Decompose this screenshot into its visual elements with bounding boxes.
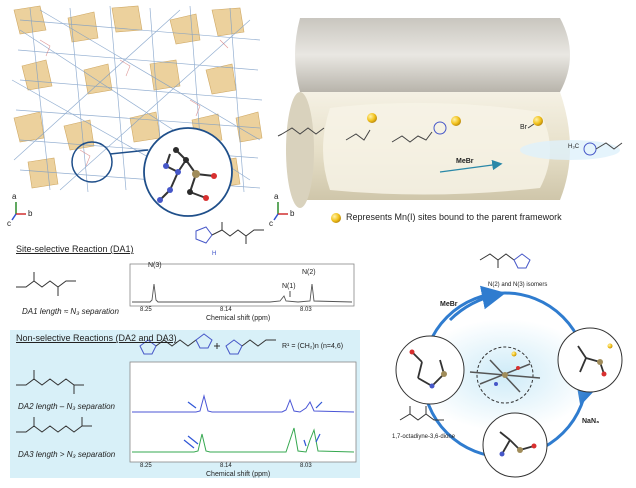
crystal-structure-image <box>10 5 265 217</box>
methyl-label: H₃C <box>568 144 580 150</box>
da3-caption: DA3 length > N₃ separation <box>18 450 116 459</box>
molecule-da1-adduct <box>195 222 264 244</box>
peak-label-n2: N(2) <box>302 269 316 276</box>
molecules-da2-da3 <box>16 370 92 433</box>
cycle-arrow-top <box>448 285 506 322</box>
product-molecule <box>583 142 623 156</box>
peak-label-n1: N(1) <box>282 283 296 290</box>
spectrum-da2-da3 <box>129 361 357 463</box>
spectrum-da1 <box>129 263 355 307</box>
isomers-label: N(2) and N(3) isomers <box>488 282 548 288</box>
molecule-dione <box>399 406 444 421</box>
cycle-mebr-label: MeBr <box>440 301 458 308</box>
non-selective-tick-2: 8.14 <box>220 463 232 469</box>
molecule-da1-diyne <box>16 272 76 296</box>
site-selective-heading: Site-selective Reaction (DA1) <box>16 244 134 254</box>
cycle-node-right <box>557 327 623 393</box>
bromo-label: Br <box>520 124 527 131</box>
reaction-arrow <box>439 159 503 173</box>
dione-label: 1,7-octadiyne-3,6-dione <box>392 434 456 440</box>
cycle-node-bottom <box>482 412 548 478</box>
non-selective-xlabel: Chemical shift (ppm) <box>206 471 271 478</box>
axis-triad-left <box>11 202 26 221</box>
axis-label-b-right: b <box>290 209 295 218</box>
axis-label-c-right: c <box>269 219 273 228</box>
channel-molecules <box>277 121 535 143</box>
da1-nh-label: H <box>212 251 217 257</box>
non-selective-heading: Non-selective Reactions (DA2 and DA3) <box>16 333 177 343</box>
axis-label-a-right: a <box>274 192 279 201</box>
da1-xlabel: Chemical shift (ppm) <box>206 315 271 322</box>
axis-label-b-left: b <box>28 209 33 218</box>
da1-tick-1: 8.25 <box>140 307 152 313</box>
da1-tick-2: 8.14 <box>220 307 232 313</box>
molecules-non-selective <box>139 333 276 355</box>
axis-triad-right <box>273 202 288 221</box>
reagent-label: MeBr <box>456 158 474 165</box>
non-selective-tick-3: 8.03 <box>300 463 312 469</box>
non-selective-tick-1: 8.25 <box>140 463 152 469</box>
axis-label-c-left: c <box>7 219 11 228</box>
da1-caption: DA1 length ≈ N₃ separation <box>22 307 119 316</box>
peak-label-n3: N(3) <box>148 262 162 269</box>
molecule-isomers <box>479 253 531 269</box>
da2-caption: DA2 length – N₃ separation <box>18 402 116 411</box>
legend-text: Represents Mn(I) sites bound to the pare… <box>346 212 562 222</box>
axis-label-a-left: a <box>12 192 17 201</box>
da1-tick-3: 8.03 <box>300 307 312 313</box>
framework-center <box>469 346 541 404</box>
legend-sphere <box>331 213 341 223</box>
cycle-node-left <box>395 335 465 405</box>
pore-channel-cylinder <box>286 18 620 208</box>
cycle-nan3-label: NaN₃ <box>582 418 600 425</box>
r-group-label: R¹ = (CH₂)n (n=4,6) <box>282 343 344 350</box>
mn-sites <box>367 113 543 126</box>
